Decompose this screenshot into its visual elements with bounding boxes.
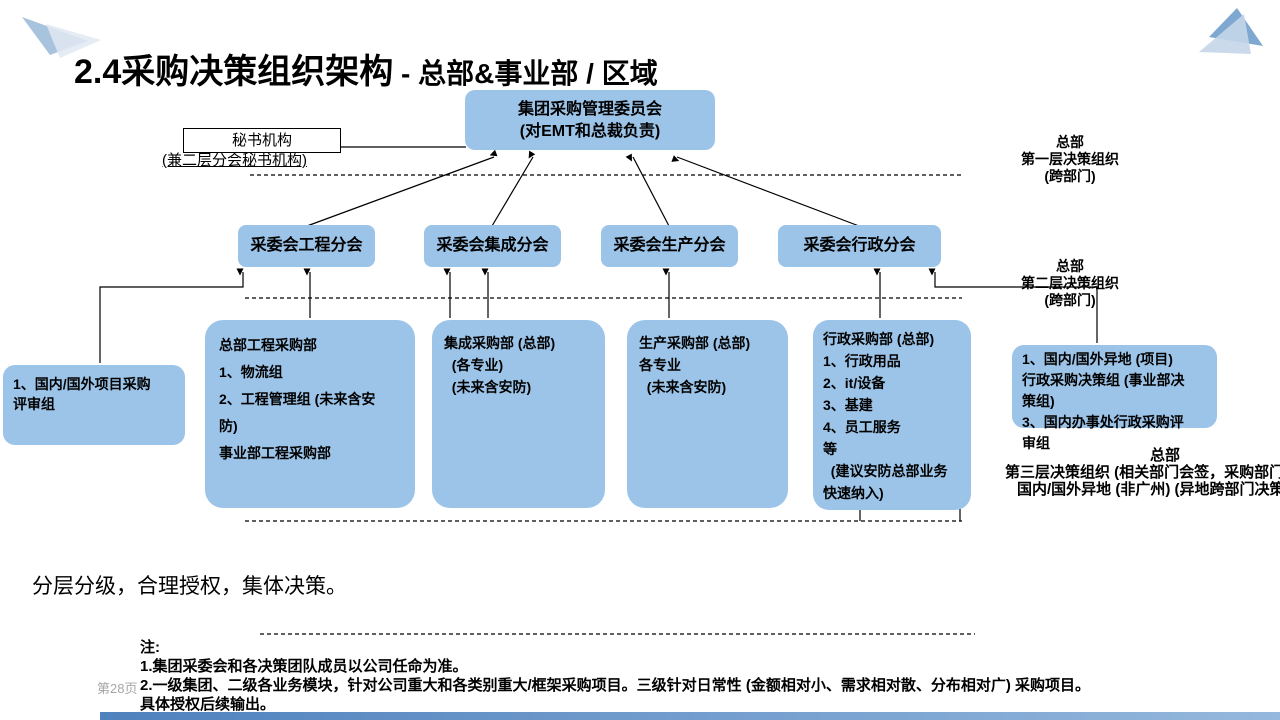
page-number: 第28页 <box>97 681 138 696</box>
secretary-note: (兼二层分会秘书机构) <box>162 152 307 169</box>
dept-project-review-box: 1、国内/国外项目采购 评审组 <box>3 365 185 445</box>
committee-box: 集团采购管理委员会 (对EMT和总裁负责) <box>465 90 715 150</box>
paper-plane-icon <box>46 24 101 58</box>
dept-admin-regional-box: 1、国内/国外异地 (项目) 行政采购决策组 (事业部决 策组) 3、国内办事处… <box>1012 345 1217 451</box>
branch-engineering-box: 采委会工程分会 <box>238 225 375 267</box>
level3-label-line2: 第三层决策组织 (相关部门会签，采购部门决 <box>1005 464 1280 481</box>
dept-admin-box: 行政采购部 (总部) 1、行政用品 2、it/设备 3、基建 4、员工服务 等 … <box>813 320 971 510</box>
connector-integration-committee <box>491 150 536 227</box>
secretary-box: 秘书机构 <box>183 128 341 153</box>
branch-admin-box: 采委会行政分会 <box>778 225 941 267</box>
dept-engineering-box: 总部工程采购部 1、物流组 2、工程管理组 (未来含安 防) 事业部工程采购部 <box>205 320 415 508</box>
branch-production-box: 采委会生产分会 <box>601 225 738 267</box>
notes-heading: 注: <box>140 639 160 656</box>
bottom-accent-bar <box>100 712 1280 720</box>
level1-label: 总部 第一层决策组织 (跨部门) <box>1021 134 1119 184</box>
slide-title: 2.4采购决策组织架构 - 总部&事业部 / 区域 <box>74 44 658 93</box>
corner-decorations <box>22 8 1263 58</box>
connector-admin-committee <box>671 155 860 227</box>
connector-engineering-committee <box>306 149 498 227</box>
slide-title-sub: - 总部&事业部 / 区域 <box>393 58 658 89</box>
connector-production-committee <box>625 153 670 227</box>
notes-block: 注: 1.集团采委会和各决策团队成员以公司任命为准。 2.一级集团、二级各业务模… <box>140 638 1280 714</box>
note-line-3: 具体授权后续输出。 <box>140 696 276 713</box>
level3-label-line1: 总部 <box>1150 447 1181 464</box>
note-line-2: 2.一级集团、二级各业务模块，针对公司重大和各类别重大/框架采购项目。三级针对日… <box>140 677 1091 694</box>
dept-production-box: 生产采购部 (总部) 各专业 (未来含安防) <box>627 320 788 508</box>
branch-integration-box: 采委会集成分会 <box>424 225 561 267</box>
slogan-text: 分层分级，合理授权，集体决策。 <box>32 575 347 598</box>
note-line-1: 1.集团采委会和各决策团队成员以公司任命为准。 <box>140 658 468 675</box>
slide-title-main: 2.4采购决策组织架构 <box>74 53 394 91</box>
dept-integration-box: 集成采购部 (总部) (各专业) (未来含安防) <box>432 320 605 508</box>
level3-label-line3: 国内/国外异地 (非广州) (异地跨部门决策 <box>1017 481 1280 498</box>
paper-plane-icon <box>1199 14 1251 54</box>
level2-label: 总部 第二层决策组织 (跨部门) <box>1021 258 1119 308</box>
